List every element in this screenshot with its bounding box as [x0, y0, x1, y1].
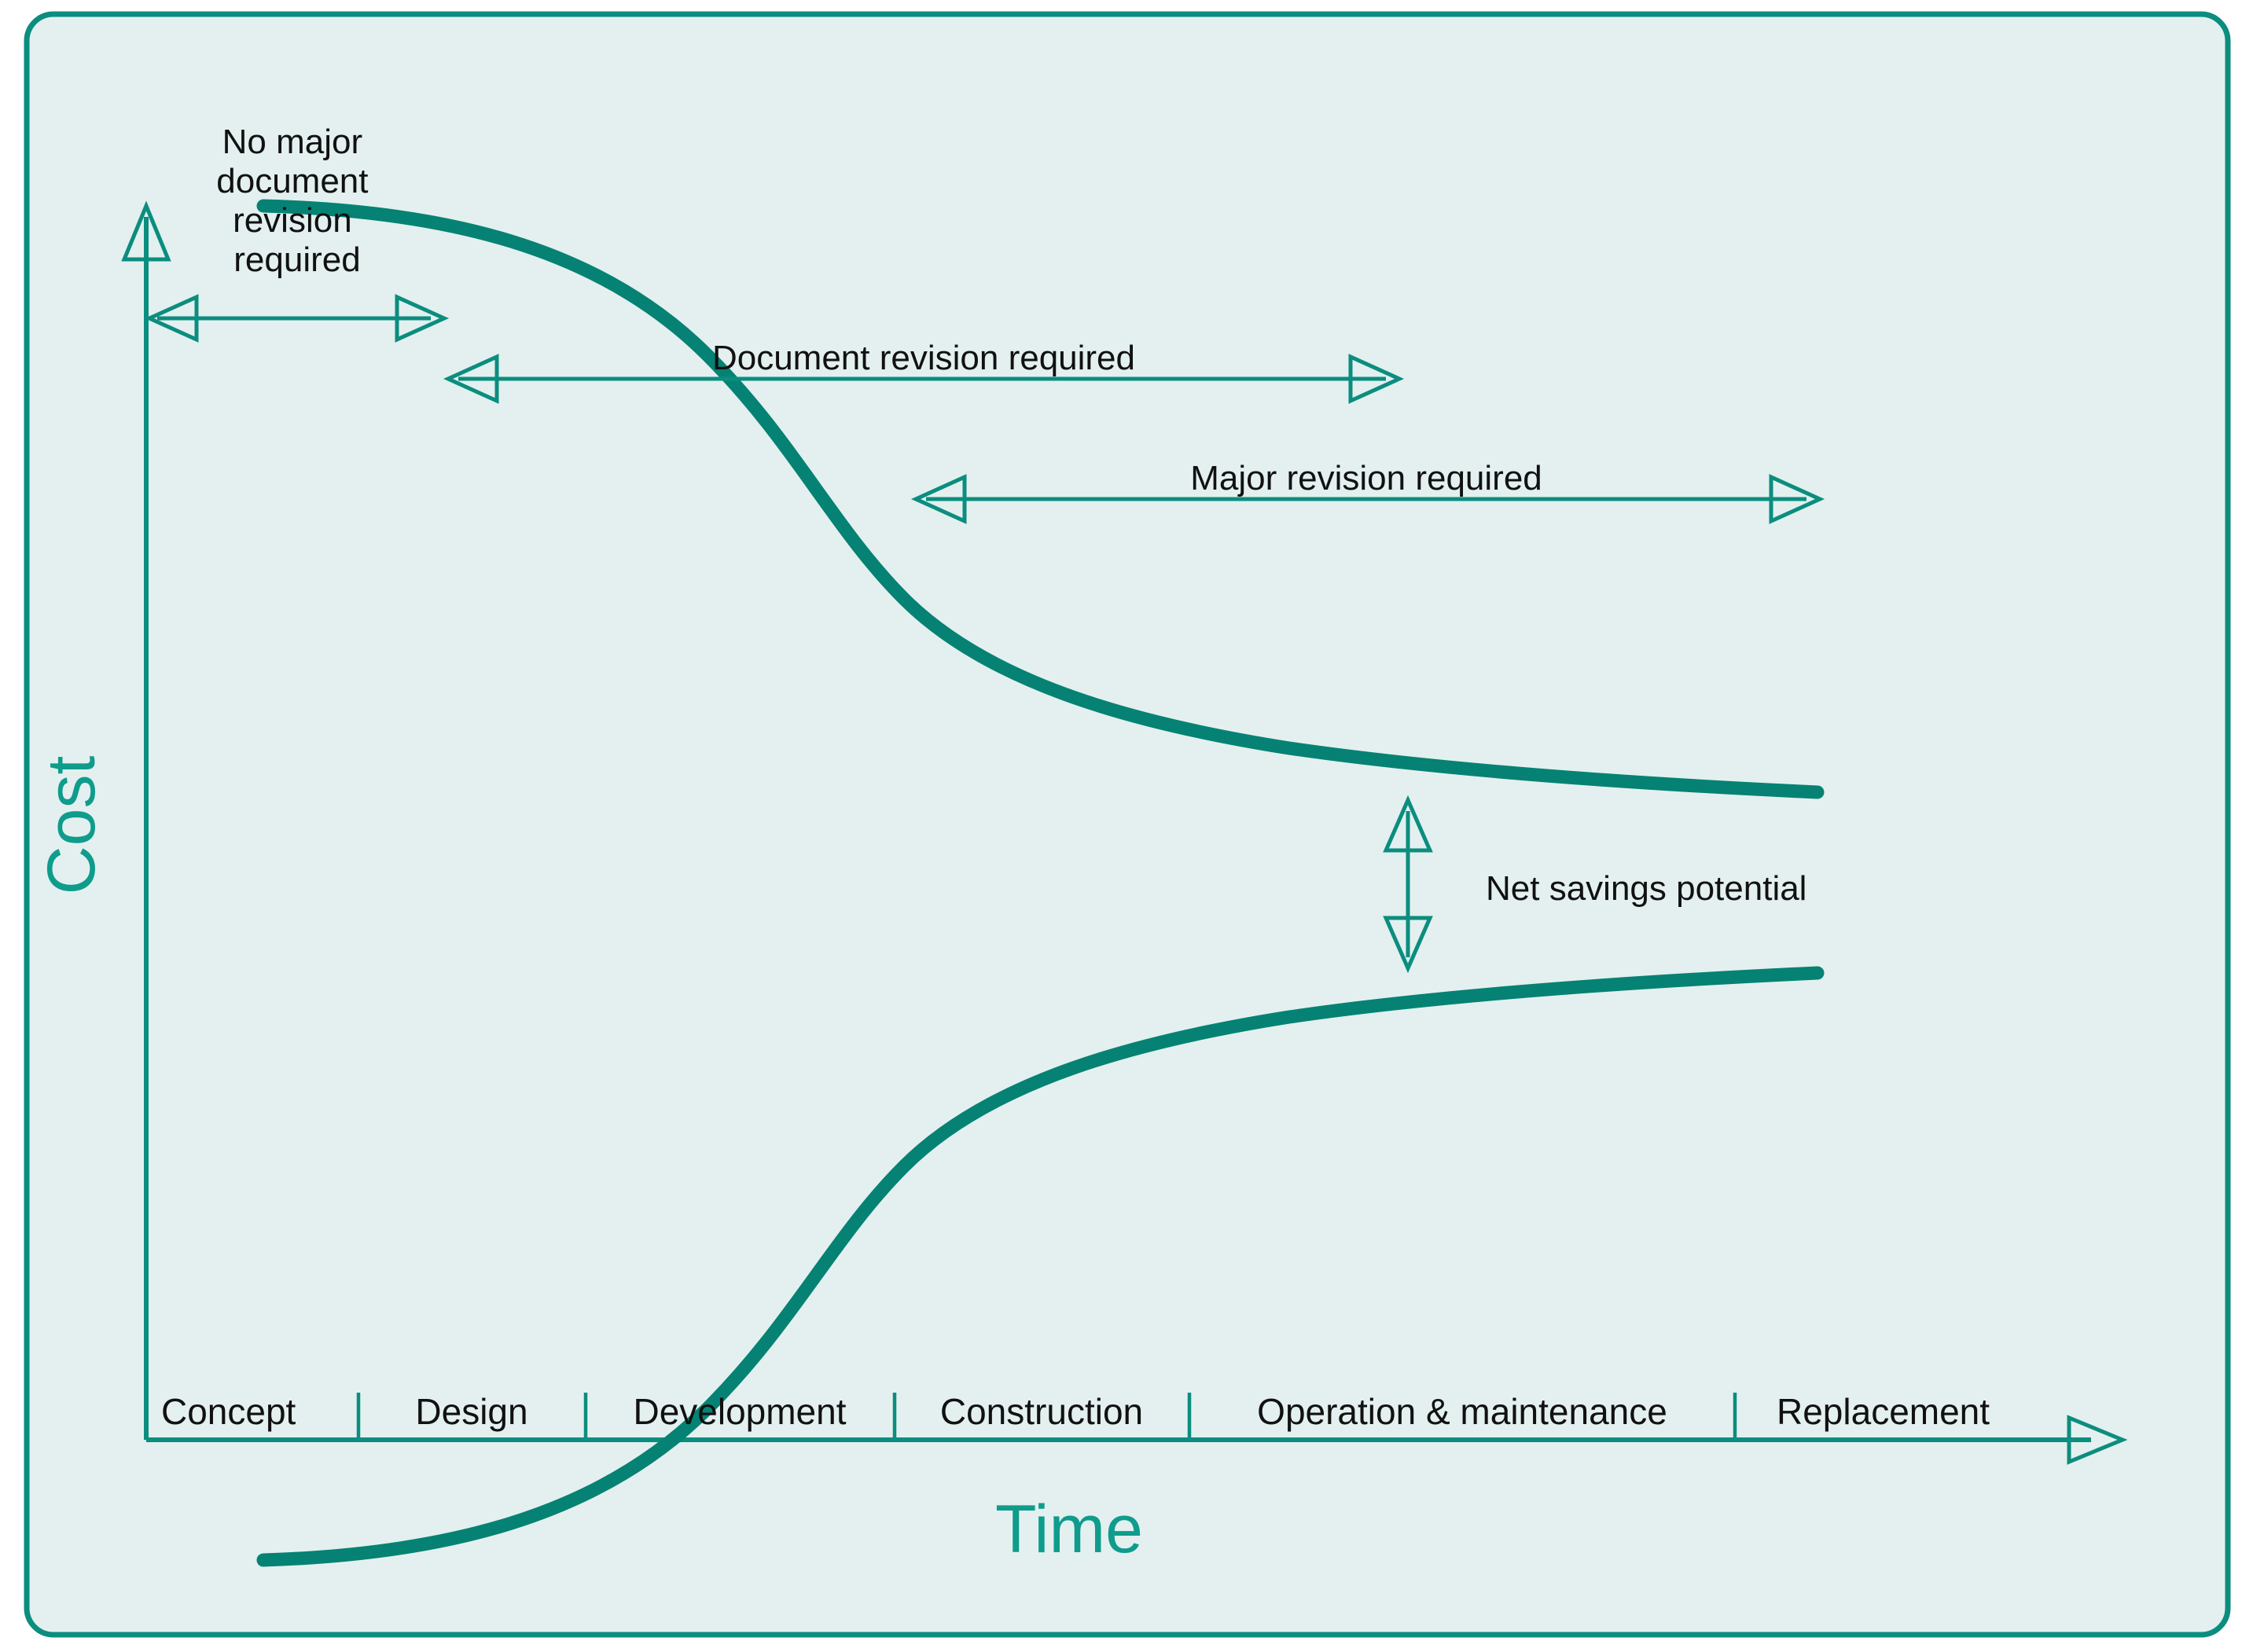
y-axis-arrowhead — [121, 200, 171, 262]
annotation-document-revision: Document revision required — [443, 339, 1405, 404]
document-revision-arrowhead-left — [443, 354, 499, 404]
document-revision-arrowhead-right — [1348, 354, 1405, 404]
major-revision-arrowhead-left — [910, 474, 967, 524]
net-savings-label: Net savings potential — [1486, 869, 1806, 908]
cost-curve-decreasing — [256, 199, 1825, 799]
x-axis-title: Time — [995, 1492, 1143, 1567]
phase-label-design: Design — [415, 1391, 527, 1432]
no-major-revision-label-line-3: revision — [233, 201, 352, 240]
annotation-major-revision: Major revision required — [910, 459, 1825, 524]
cost-curve-increasing — [256, 966, 1825, 1567]
net-savings-arrowhead-top — [1383, 795, 1433, 853]
no-major-revision-arrowhead-right — [395, 294, 450, 343]
annotation-no-major-revision: No major document revision required — [144, 123, 450, 343]
no-major-revision-arrowhead-left — [144, 294, 199, 343]
phase-label-concept: Concept — [161, 1391, 296, 1432]
no-major-revision-label-line-4: required — [233, 240, 360, 279]
major-revision-label: Major revision required — [1190, 459, 1542, 497]
document-revision-label: Document revision required — [712, 339, 1135, 377]
phase-label-operation-maintenance: Operation & maintenance — [1257, 1391, 1667, 1432]
phase-label-replacement: Replacement — [1777, 1391, 1990, 1432]
no-major-revision-label-line-2: document — [216, 162, 368, 200]
phase-label-development: Development — [633, 1391, 846, 1432]
phase-label-construction: Construction — [940, 1391, 1143, 1432]
major-revision-arrowhead-right — [1769, 474, 1825, 524]
panel-background — [24, 11, 2231, 1638]
net-savings-arrowhead-bottom — [1383, 916, 1433, 974]
no-major-revision-label: No major document revision required — [216, 123, 377, 279]
no-major-revision-label-line-1: No major — [222, 123, 363, 161]
y-axis-title: Cost — [34, 755, 109, 894]
x-axis-arrowhead — [2067, 1415, 2128, 1465]
annotation-net-savings: Net savings potential — [1383, 795, 1806, 974]
